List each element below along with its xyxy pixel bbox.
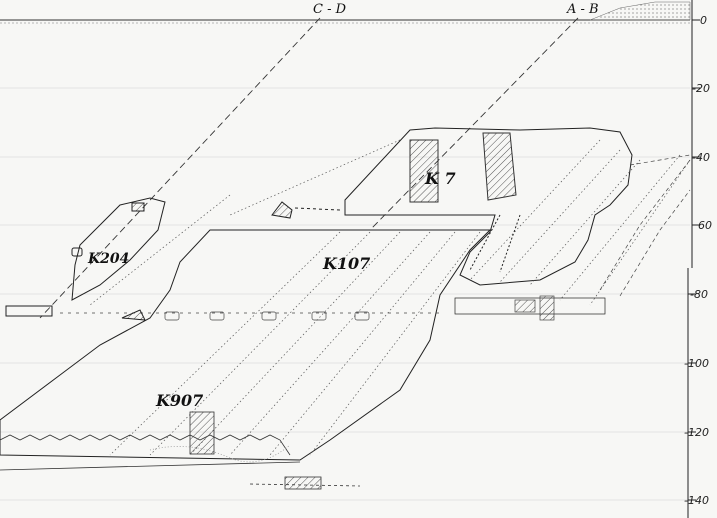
depth-guides <box>0 87 690 501</box>
bottom-workings <box>0 411 361 490</box>
block-label-k7: K 7 <box>424 169 456 188</box>
internal-workings <box>89 139 691 456</box>
block-k7-outline <box>344 127 633 286</box>
depth-tick-label: -80 <box>690 288 708 301</box>
depth-tick-label: -40 <box>692 151 710 164</box>
depth-tick-label: -20 <box>692 82 710 95</box>
depth-tick-label: -140 <box>684 494 709 507</box>
block-label-k107: K107 <box>322 254 370 273</box>
depth-tick-label: 0 <box>700 14 707 27</box>
depth-tick-label: -100 <box>684 357 709 370</box>
section-line-a-b <box>369 17 579 231</box>
depth-tick-label: -120 <box>684 426 709 439</box>
level-drive <box>60 154 691 321</box>
depth-scale <box>687 0 700 518</box>
block-label-k204: K204 <box>87 251 129 267</box>
depth-tick-label: 60 <box>698 219 712 232</box>
block-k204-outline <box>5 197 341 321</box>
section-line-c-d <box>39 17 321 319</box>
block-k107-outline <box>0 229 492 461</box>
section-label-c-d: C - D <box>313 2 347 17</box>
ground-surface <box>0 1 691 24</box>
block-label-k907: K907 <box>155 391 203 410</box>
section-label-a-b: A - B <box>566 2 599 17</box>
